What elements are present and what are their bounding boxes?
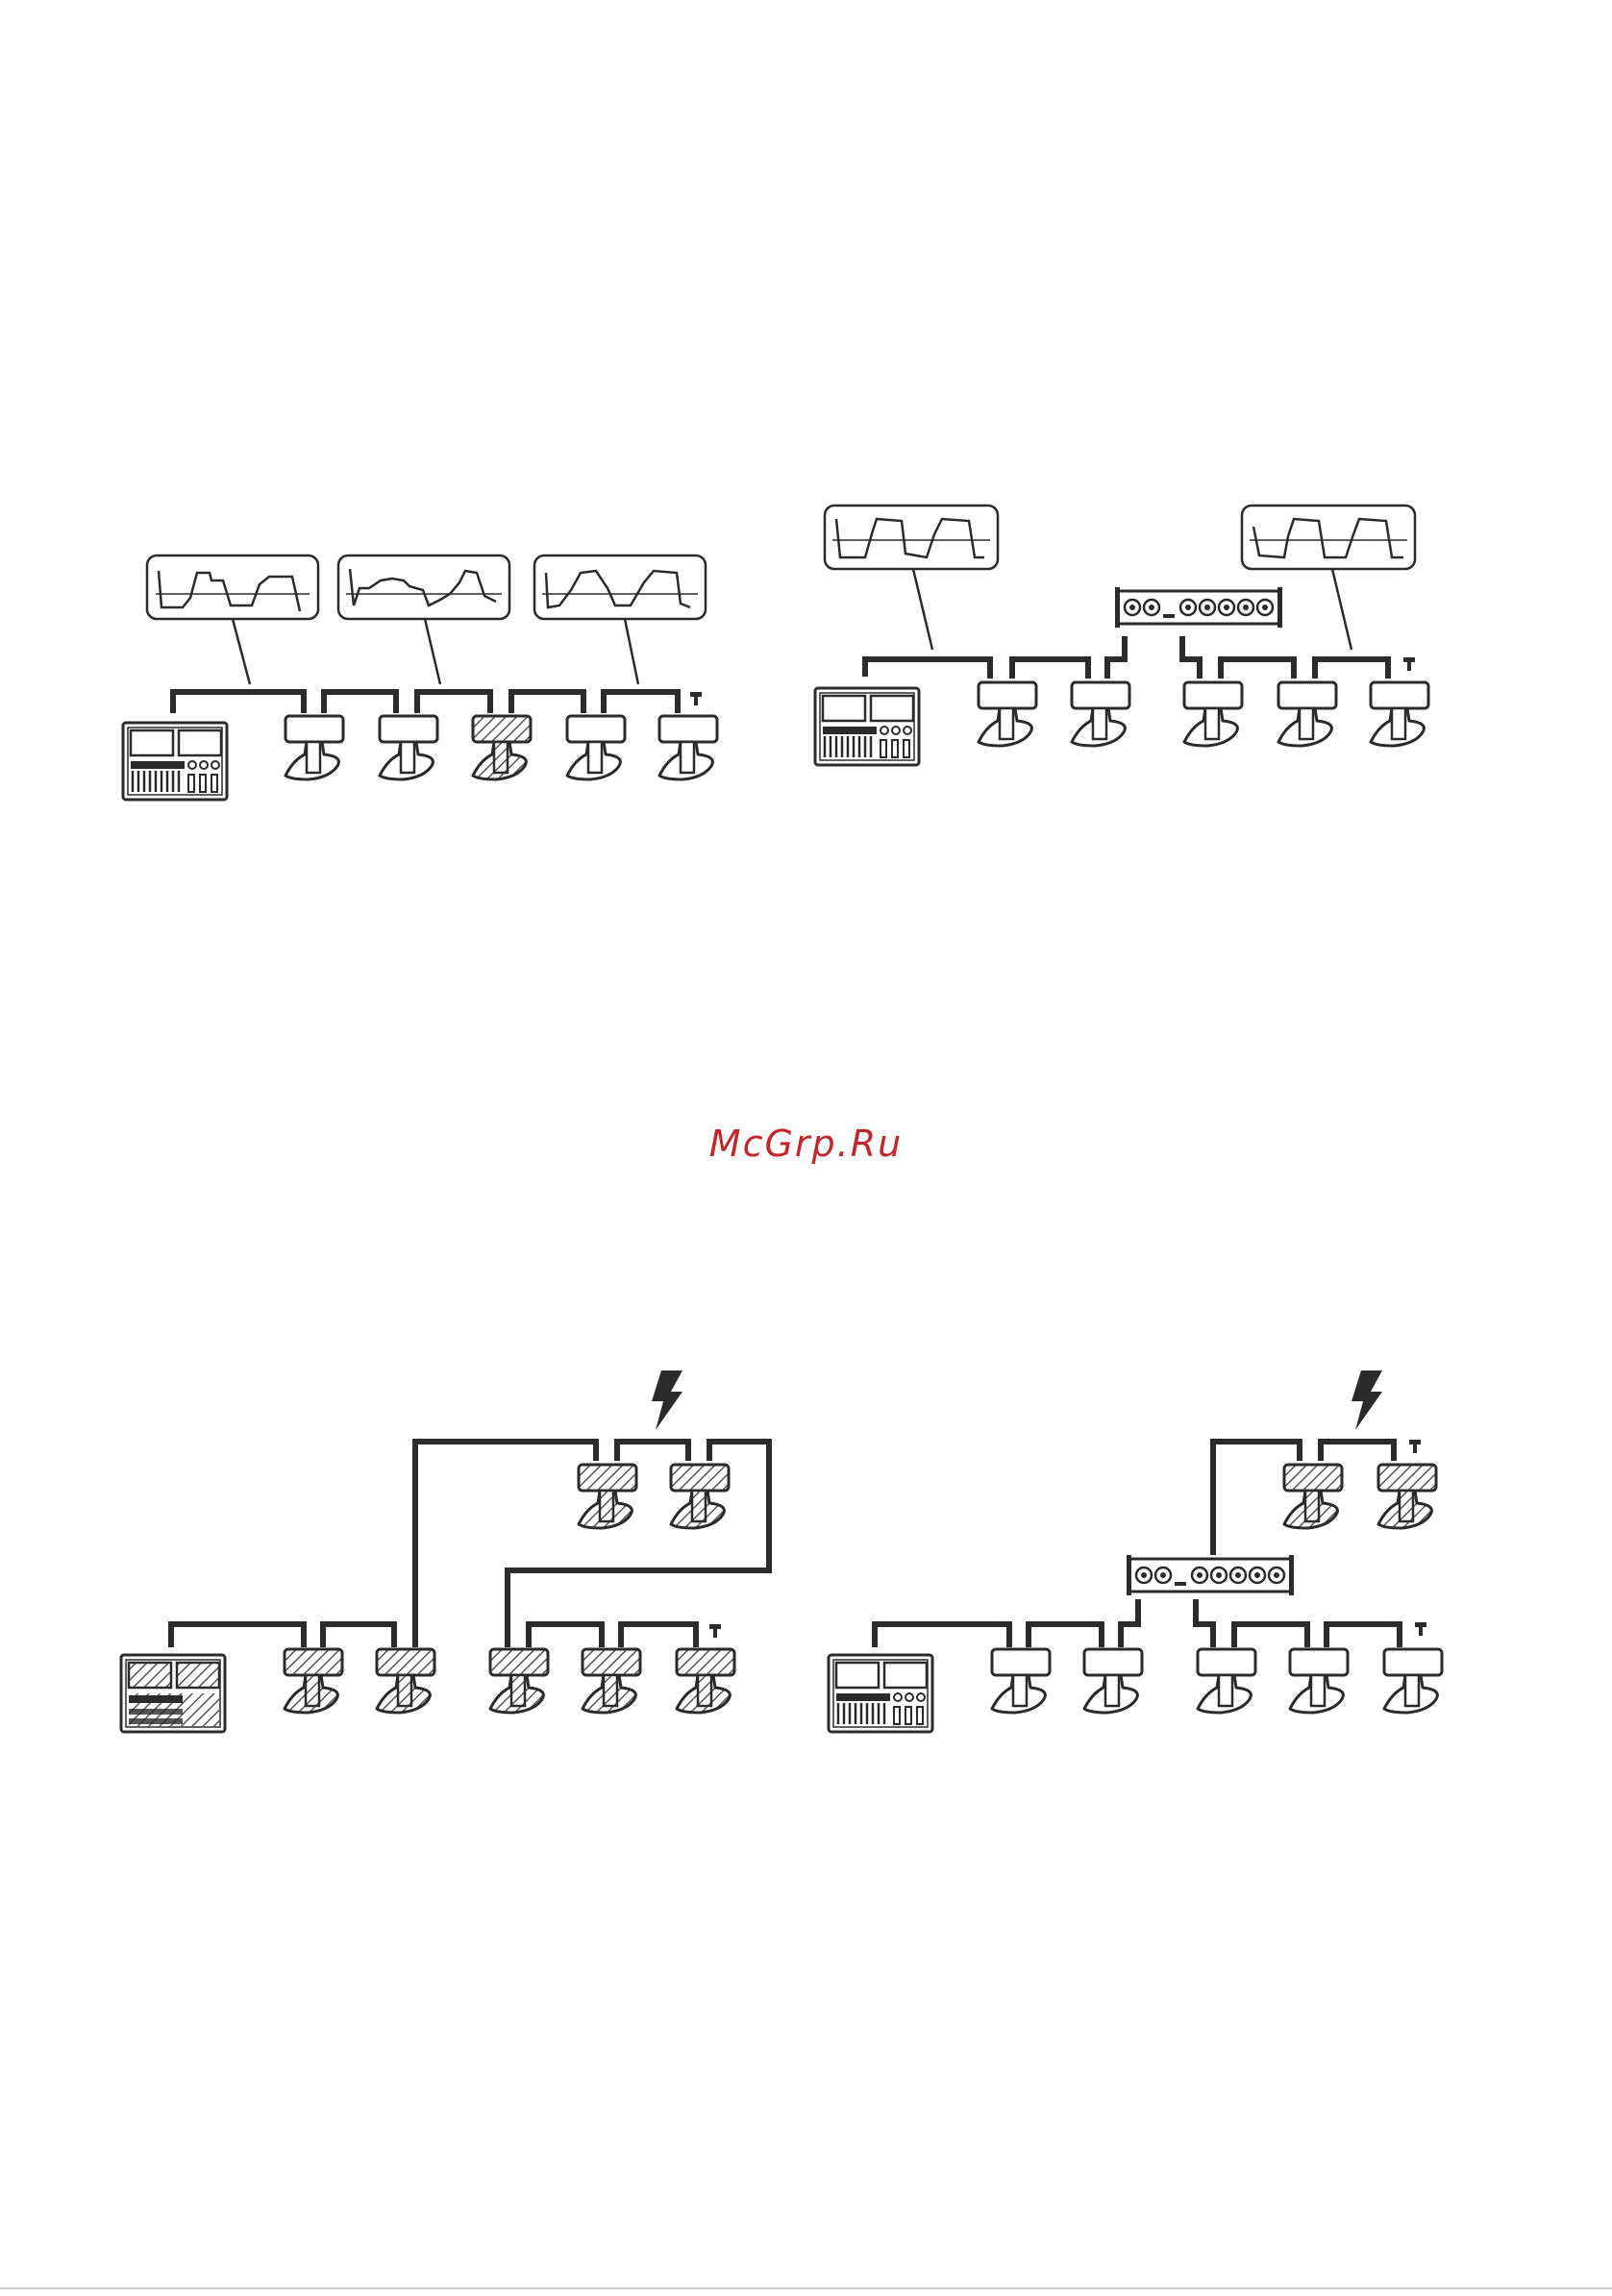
- lightning-bolt-icon: [652, 1370, 682, 1430]
- moving-head-icon: [979, 682, 1036, 746]
- signal-scope-3: [534, 555, 706, 684]
- moving-head-icon: [1084, 1649, 1142, 1713]
- moving-head-damaged-icon: [1378, 1465, 1436, 1528]
- moving-head-icon: [1198, 1649, 1255, 1713]
- moving-head-icon: [1290, 1649, 1348, 1713]
- diagram-daisy-chain: [123, 555, 717, 800]
- terminator-icon: [1415, 1622, 1426, 1636]
- dmx-splitter-icon: [1127, 1555, 1294, 1595]
- dmx-cable-chain-1: [173, 692, 678, 713]
- watermark-text: McGrp.Ru: [0, 1123, 1612, 1165]
- lighting-console-icon: [829, 1655, 932, 1732]
- moving-head-icon: [567, 716, 625, 779]
- diagram-splitter-clean: [815, 506, 1428, 765]
- moving-head-icon: [1072, 682, 1129, 746]
- signal-scope-5: [1242, 506, 1415, 650]
- moving-head-damaged-icon: [671, 1465, 729, 1528]
- moving-head-icon: [1371, 682, 1428, 746]
- signal-scope-1: [147, 555, 318, 684]
- terminator-icon: [690, 692, 702, 705]
- terminator-icon: [1409, 1440, 1421, 1453]
- dmx-cable-chain-2: [865, 636, 1388, 679]
- moving-head-icon: [1184, 682, 1242, 746]
- terminator-icon: [1403, 657, 1415, 671]
- moving-head-icon: [1278, 682, 1336, 746]
- lighting-console-icon: [815, 688, 919, 765]
- moving-head-damaged-icon: [677, 1649, 734, 1713]
- signal-scope-4: [825, 506, 998, 650]
- dmx-splitter-icon: [1115, 587, 1282, 628]
- moving-head-icon: [992, 1649, 1050, 1713]
- terminator-icon: [709, 1624, 721, 1638]
- moving-head-damaged-icon: [579, 1465, 636, 1528]
- moving-head-icon: [659, 716, 717, 779]
- moving-head-damaged-icon: [1284, 1465, 1342, 1528]
- lighting-console-damaged-icon: [121, 1655, 225, 1732]
- moving-head-damaged-icon: [285, 1649, 342, 1713]
- lighting-console-icon: [123, 723, 227, 800]
- moving-head-damaged-icon: [490, 1649, 548, 1713]
- diagram-surge-damage: [121, 1370, 769, 1732]
- lightning-bolt-icon: [1352, 1370, 1382, 1430]
- moving-head-faulty-icon: [473, 716, 531, 779]
- moving-head-icon: [380, 716, 437, 779]
- moving-head-icon: [285, 716, 343, 779]
- moving-head-icon: [1384, 1649, 1442, 1713]
- diagram-splitter-isolation: [829, 1370, 1442, 1732]
- signal-scope-2: [338, 555, 509, 684]
- moving-head-damaged-icon: [377, 1649, 434, 1713]
- page-bottom-rule: [0, 2287, 1612, 2289]
- moving-head-damaged-icon: [583, 1649, 640, 1713]
